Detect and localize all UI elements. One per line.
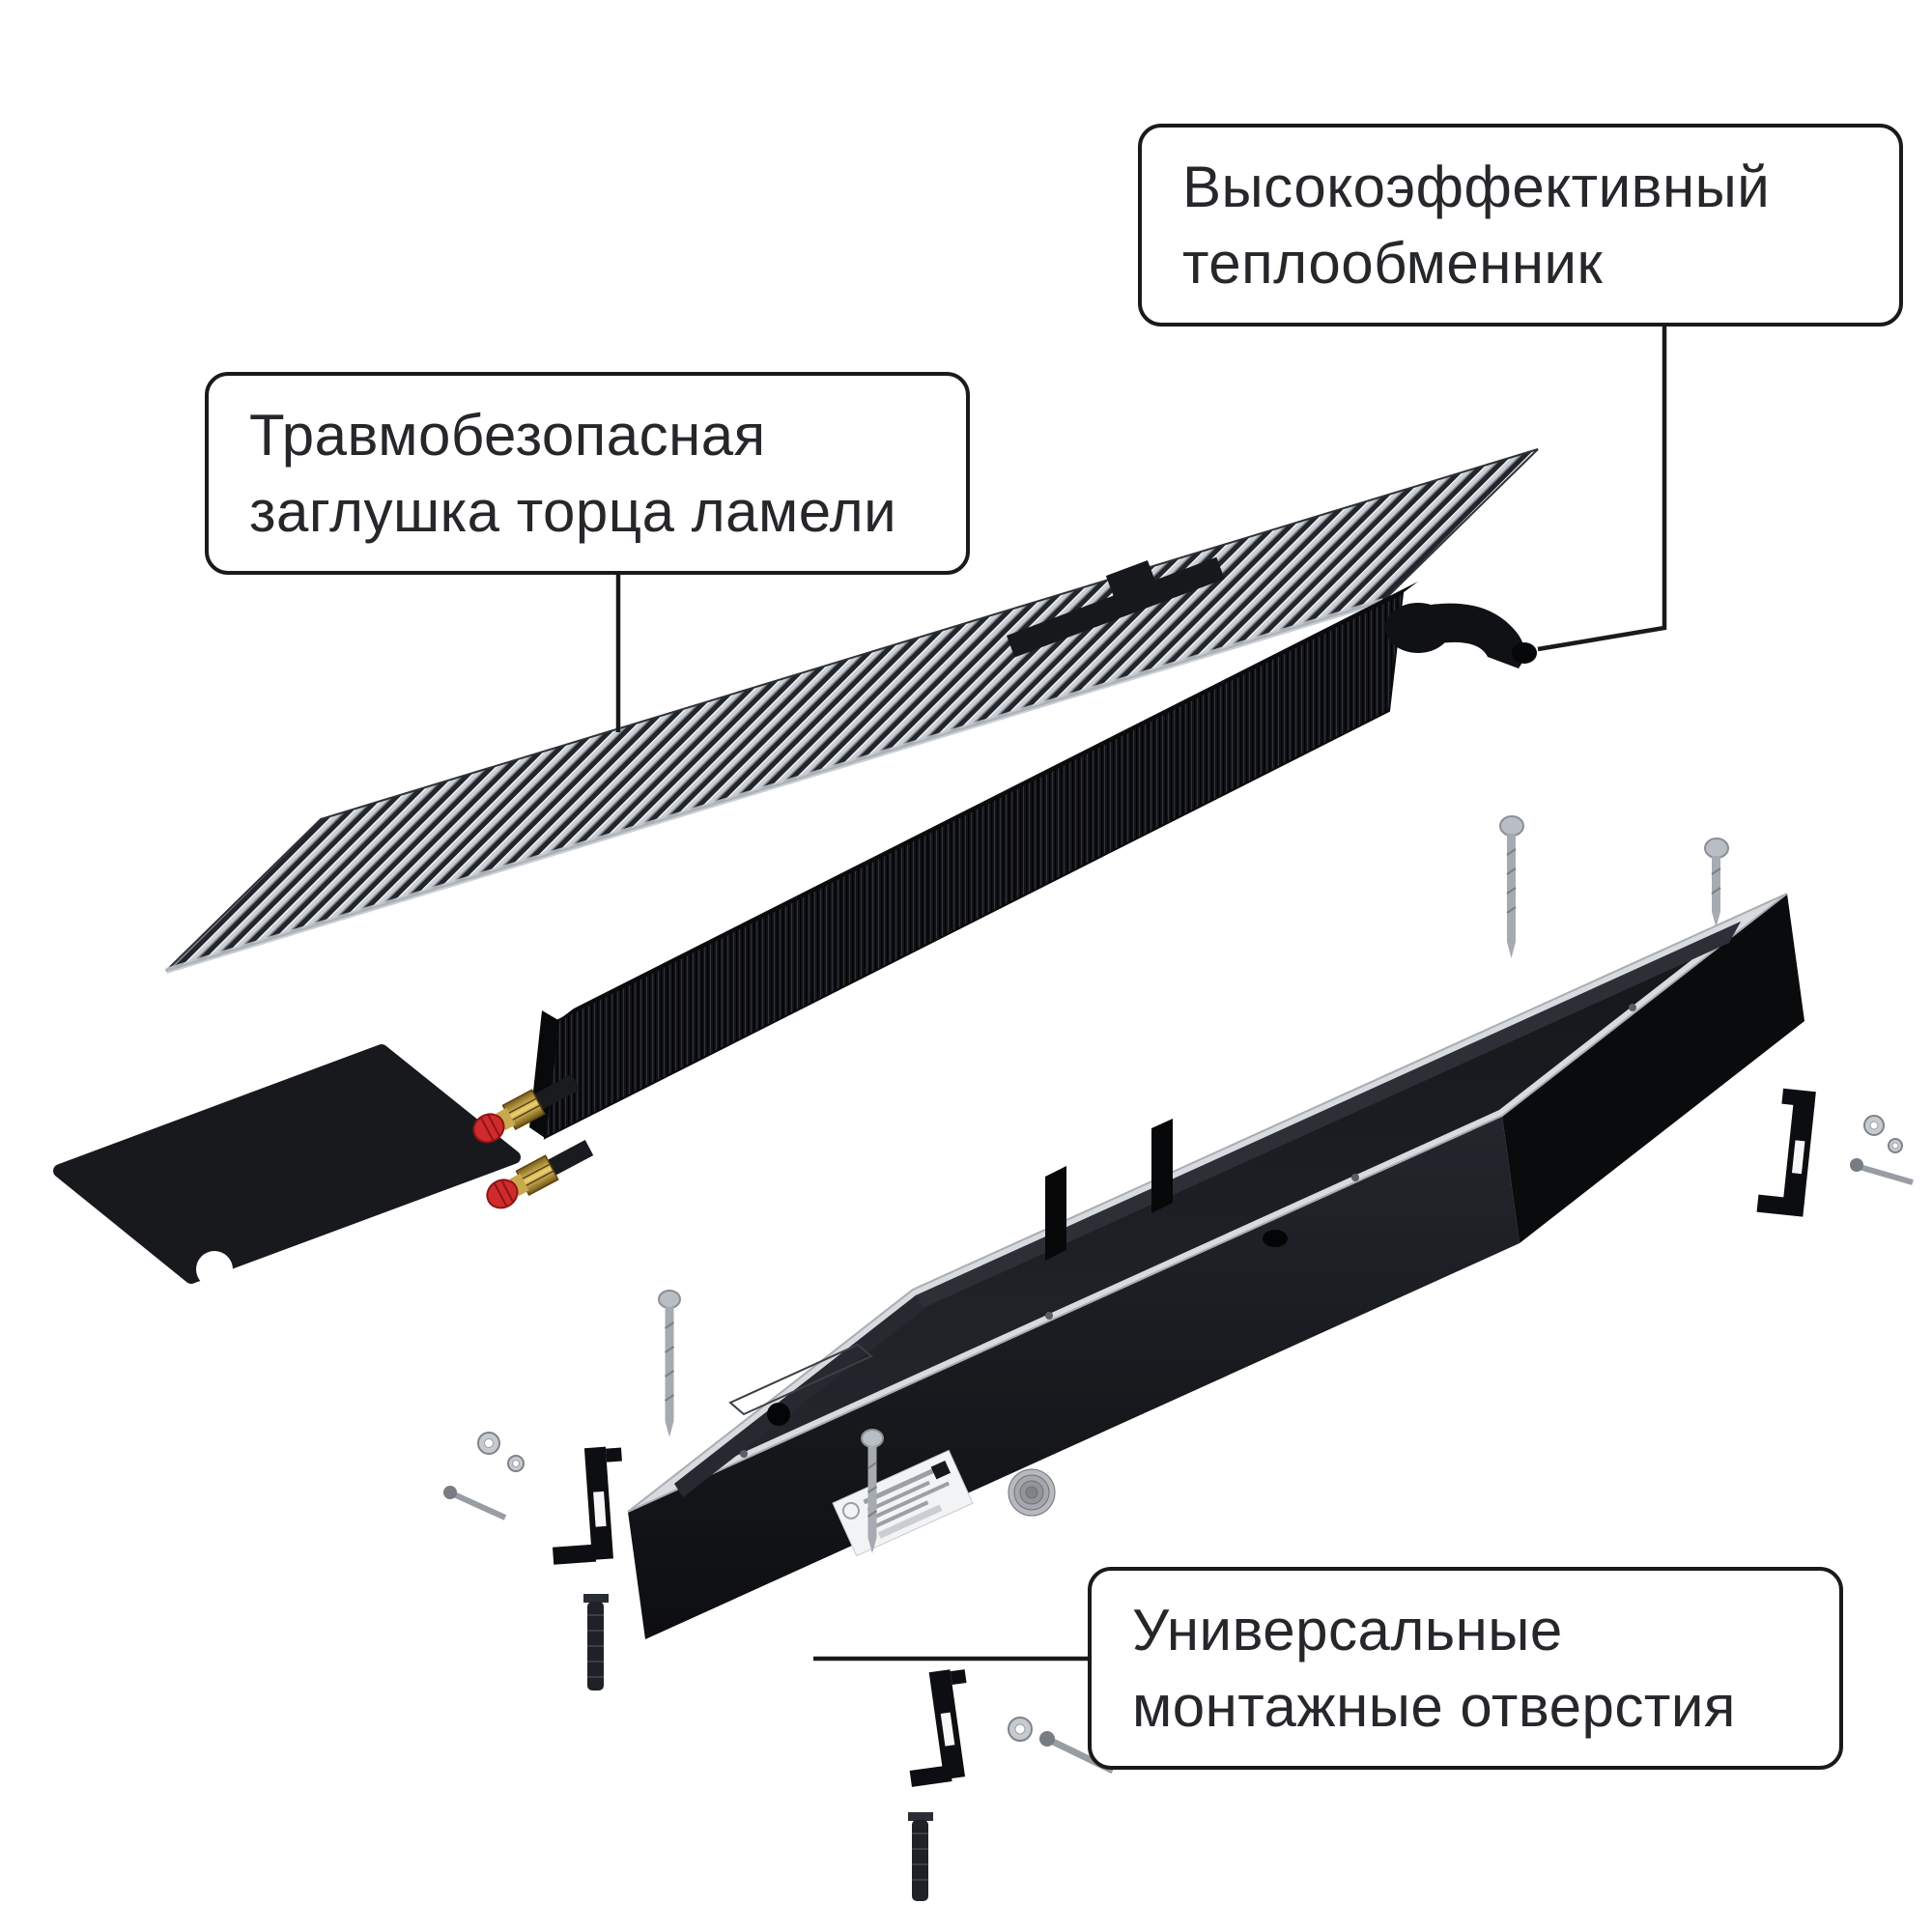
rim-mounting-holes xyxy=(740,1004,1636,1458)
dowel xyxy=(908,1812,933,1901)
exchanger-elbow-pipe xyxy=(1385,603,1537,668)
floor-hole xyxy=(1263,1230,1288,1247)
mounting-bracket xyxy=(909,1669,967,1787)
mounting-bracket xyxy=(1756,1088,1816,1217)
wall-grommet xyxy=(1008,1468,1056,1517)
red-protective-cap xyxy=(486,1179,519,1209)
callout-heat-exchanger: Высокоэффективный теплообменник xyxy=(1138,124,1903,327)
callout-lamella-end-cap-line1: Травмобезопасная xyxy=(249,403,766,468)
mounting-bracket xyxy=(552,1446,622,1565)
trench-casing xyxy=(627,893,1804,1639)
callout-mounting-holes-line1: Универсальные xyxy=(1132,1598,1563,1662)
callout-mounting-holes: Универсальные монтажные отверстия xyxy=(1088,1567,1843,1771)
callout-mounting-holes-line2: монтажные отверстия xyxy=(1132,1674,1736,1740)
end-cap-notch xyxy=(196,1251,233,1288)
screw xyxy=(658,1290,681,1437)
inlet-fittings xyxy=(472,1074,594,1209)
callout-heat-exchanger-line1: Высокоэффективный xyxy=(1182,155,1771,219)
callout-heat-exchanger-line2: теплообменник xyxy=(1182,231,1604,297)
spec-label xyxy=(832,1449,974,1557)
screw xyxy=(1499,815,1524,958)
end-cap xyxy=(53,1044,521,1288)
screw xyxy=(1704,838,1729,927)
grille-end-bracket xyxy=(1007,556,1225,658)
heat-exchanger xyxy=(472,582,1537,1209)
floor-hole xyxy=(767,1403,790,1426)
washer xyxy=(477,1115,1903,1742)
red-protective-cap xyxy=(472,1113,505,1144)
mounting-hardware xyxy=(443,815,1914,1901)
dowel xyxy=(583,1594,609,1690)
screw xyxy=(861,1429,884,1553)
leader-line-heat-exchanger xyxy=(1537,322,1667,652)
inner-partitions xyxy=(1045,1119,1173,1261)
callout-lamella-end-cap: Травмобезопасная заглушка торца ламели xyxy=(205,372,970,576)
callout-lamella-end-cap-line2: заглушка торца ламели xyxy=(249,479,897,545)
